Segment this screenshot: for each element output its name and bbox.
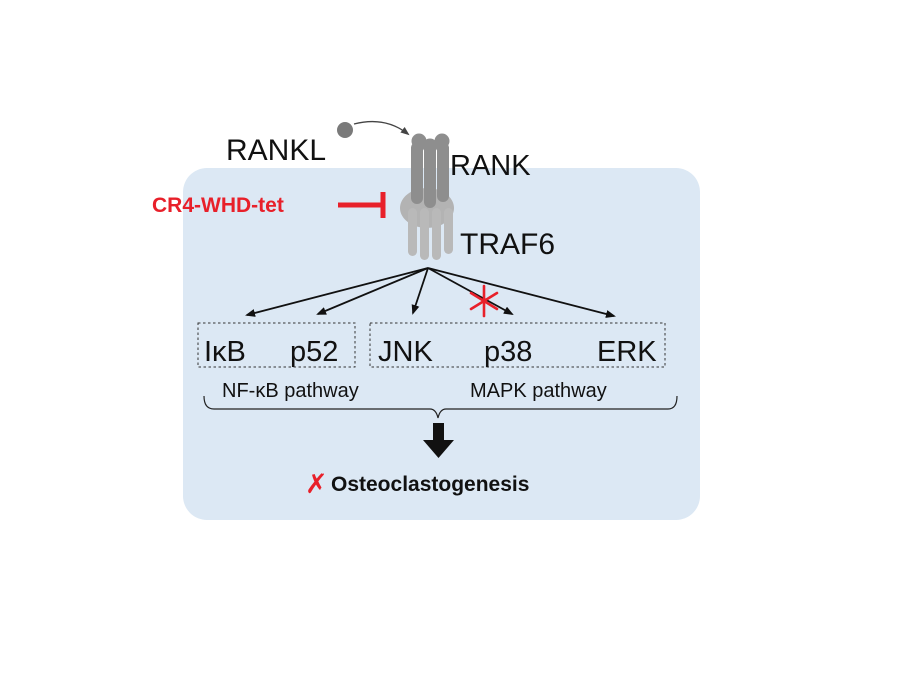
cell-region [183, 168, 700, 520]
blocked-x-icon: ✗ [305, 469, 328, 499]
arrow-to-jnk [411, 267, 429, 315]
p38-inhibition-asterisk-icon [469, 284, 499, 318]
outcome-label: Osteoclastogenesis [331, 473, 529, 496]
rankl-ligand-icon [337, 122, 353, 138]
inhibition-bar-icon [338, 192, 386, 218]
mapk-group-box [369, 322, 666, 368]
rankl-label: RANKL [226, 134, 326, 167]
ligand-binding-arrow [353, 120, 410, 136]
arrow-to-p52 [316, 267, 429, 315]
signal-arrows [245, 267, 616, 318]
signal-jnk: JNK [378, 336, 433, 368]
signal-p38: p38 [484, 336, 532, 368]
nfkb-pathway-label: NF-κB pathway [222, 380, 359, 402]
arrow-to-p38 [427, 267, 514, 315]
traf6-label: TRAF6 [460, 228, 555, 261]
signal-erk: ERK [597, 336, 657, 368]
signal-ikb: IκB [204, 336, 246, 368]
down-arrow-icon [423, 423, 454, 458]
signal-p52: p52 [290, 336, 338, 368]
nfkb-group-box [197, 322, 356, 368]
rank-receptor-icon [411, 133, 450, 208]
arrow-to-erk [427, 267, 616, 318]
rank-label: RANK [450, 150, 531, 182]
inhibitor-label: CR4-WHD-tet [152, 194, 284, 217]
grouping-brace [203, 395, 678, 419]
mapk-pathway-label: MAPK pathway [470, 380, 607, 402]
arrow-to-ikb [245, 267, 429, 317]
